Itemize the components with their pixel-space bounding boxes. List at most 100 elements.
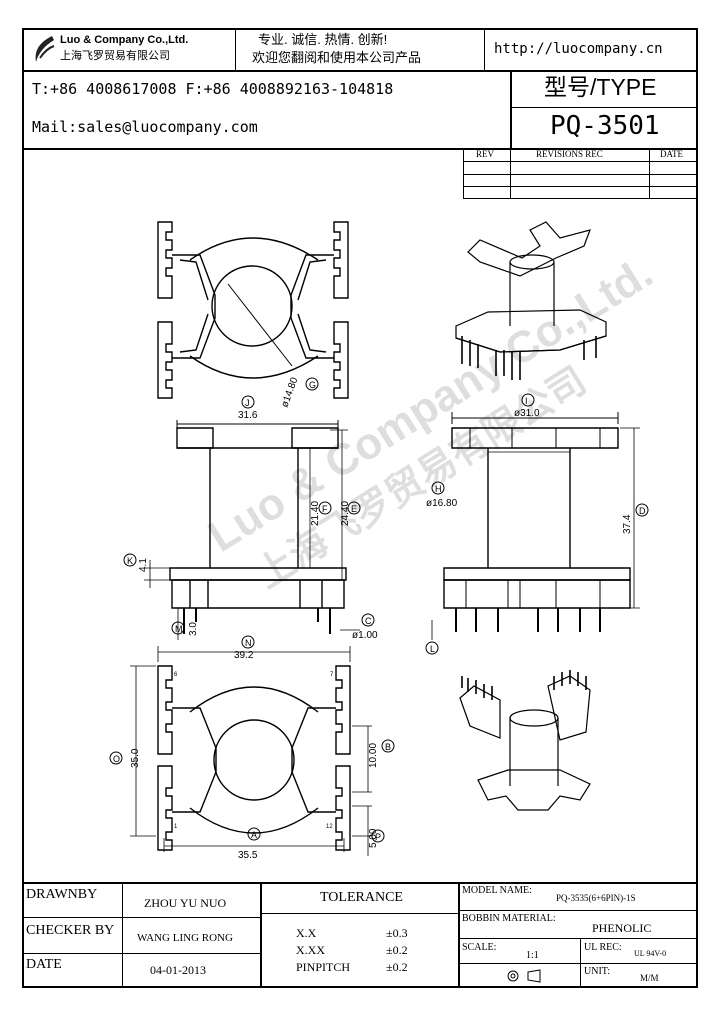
bottom-view-core-circle [213, 719, 295, 801]
checker-value: WANG LING RONG [137, 932, 233, 944]
rev-sep-0 [463, 148, 464, 198]
drawing-frame [22, 28, 698, 988]
tag-p: P [375, 832, 381, 842]
tag-o: O [113, 754, 120, 764]
tag-k: K [127, 556, 133, 566]
title-block-top [22, 882, 698, 884]
isometric-bottom-view [459, 670, 591, 811]
dim-p: 5.00 [368, 828, 379, 848]
dim-m: 3.0 [188, 622, 199, 636]
part-number: PQ-3501 [550, 111, 660, 141]
tb-right-row-3 [458, 963, 698, 964]
company-name-cn: 上海飞罗贸易有限公司 [60, 50, 170, 62]
projection-symbol-icon [507, 969, 541, 983]
tag-d: D [639, 506, 646, 516]
info-divider [22, 148, 698, 150]
tol-xxx-label: X.XX [296, 943, 325, 957]
unit-label: UNIT: [584, 966, 611, 977]
rev-col-header: REV [476, 149, 494, 159]
tag-i: I [525, 396, 528, 406]
rev-row-3 [463, 186, 698, 187]
tag-m: M [175, 624, 183, 634]
tag-a: A [251, 830, 257, 840]
dim-k: 4.1 [138, 558, 149, 572]
tag-b: B [385, 742, 391, 752]
tag-l: L [430, 644, 435, 654]
slogan-line-2: 欢迎您翻阅和使用本公司产品 [252, 50, 422, 65]
tb-right-row-1 [458, 910, 698, 911]
rev-row-2 [463, 174, 698, 175]
tb-sep-3 [458, 882, 460, 988]
type-divider [510, 107, 698, 108]
header-sep-2 [484, 28, 485, 70]
tol-pin-value: ±0.2 [386, 960, 408, 974]
tag-h: H [435, 484, 442, 494]
company-name-en: Luo & Company Co.,Ltd. [60, 34, 189, 46]
pin-label-6: 6 [174, 672, 178, 678]
dim-c: ø1.00 [352, 630, 378, 641]
pin-label-12: 12 [326, 824, 333, 830]
bobbin-material-value: PHENOLIC [592, 921, 652, 935]
tb-tol-row [260, 913, 458, 914]
dim-b: 10.00 [368, 743, 379, 768]
phone-fax: T:+86 4008617008 F:+86 4008892163-104818 [32, 80, 394, 98]
scale-value: 1:1 [526, 950, 539, 961]
tag-n: N [245, 638, 252, 648]
drawn-by-value: ZHOU YU NUO [144, 896, 227, 910]
rec-col-header: REVISIONS REC [536, 149, 603, 159]
top-view-core-circle [211, 265, 293, 347]
tag-g: G [309, 380, 316, 390]
dim-o: 35.0 [130, 748, 141, 768]
tol-xxx-value: ±0.2 [386, 943, 408, 957]
header-divider [22, 70, 698, 72]
unit-value: M/M [640, 973, 659, 983]
tb-sep-2 [260, 882, 262, 988]
scale-label: SCALE: [462, 942, 497, 953]
dim-top-diameter: ø14.80 [279, 376, 300, 409]
tol-xx-value: ±0.3 [386, 926, 408, 940]
rev-sep-2 [649, 148, 650, 198]
rev-row-1 [463, 161, 698, 162]
dim-h: ø16.80 [426, 498, 458, 509]
tb-right-sep [580, 938, 581, 988]
dim-width-j: 31.6 [238, 410, 258, 421]
ul-rec-label: UL REC: [584, 942, 622, 953]
tb-sep-1 [122, 882, 123, 988]
date-label: DATE [26, 957, 62, 972]
mail-address[interactable]: Mail:sales@luocompany.com [32, 118, 258, 136]
website-link[interactable]: http://luocompany.cn [494, 41, 663, 57]
header-sep-1 [235, 28, 236, 70]
pin-label-7: 7 [330, 672, 334, 678]
bobbin-material-label: BOBBIN MATERIAL: [462, 913, 556, 924]
type-sep [510, 70, 512, 148]
bottom-view [130, 646, 372, 856]
isometric-top-view [455, 221, 607, 380]
tag-j: J [245, 398, 250, 408]
tb-right-row-2 [458, 938, 698, 939]
rev-row-4 [463, 198, 698, 199]
ul-rec-value: UL 94V-0 [634, 949, 667, 958]
company-logo-icon [32, 34, 56, 68]
front-view [144, 420, 360, 640]
checker-label: CHECKER BY [26, 923, 115, 938]
tag-f: F [322, 504, 328, 514]
dim-height-f: 21.40 [310, 501, 321, 526]
tb-row-2 [22, 953, 260, 954]
tb-row-1 [22, 917, 260, 918]
date-value: 04-01-2013 [150, 963, 206, 977]
type-label: 型号/TYPE [544, 74, 657, 100]
rev-sep-1 [510, 148, 511, 198]
date-col-header: DATE [660, 149, 683, 159]
dim-height-e: 24.40 [340, 501, 351, 526]
tag-e: E [351, 504, 357, 514]
dim-d: 37.4 [622, 514, 633, 534]
dim-a: 35.5 [238, 850, 258, 861]
model-name-value: PQ-3535(6+6PIN)-1S [556, 893, 636, 903]
tag-c: C [365, 616, 372, 626]
model-name-label: MODEL NAME: [462, 885, 532, 896]
dim-i: ø31.0 [514, 408, 540, 419]
dim-n: 39.2 [234, 650, 254, 661]
tol-pin-label: PINPITCH [296, 960, 351, 974]
side-view [431, 412, 640, 640]
